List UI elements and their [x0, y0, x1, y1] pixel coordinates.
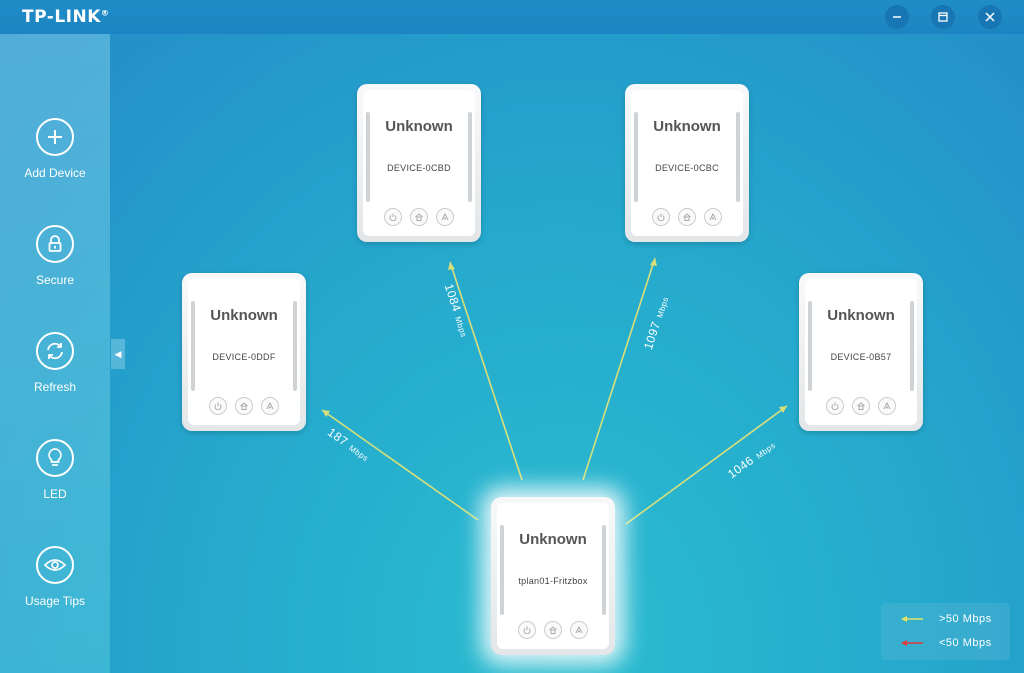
link-arrowhead: [779, 406, 787, 413]
sidebar: Add Device Secure Refresh LED Usage Tips: [0, 34, 110, 673]
device-label: DEVICE-0CBC: [655, 163, 719, 173]
wifi-icon: [704, 208, 722, 226]
eye-icon: [36, 546, 74, 584]
sidebar-item-usage-tips[interactable]: Usage Tips: [0, 538, 110, 628]
wifi-icon: [878, 397, 896, 415]
legend-row-slow: <50 Mbps: [901, 637, 992, 649]
maximize-icon: [938, 12, 948, 22]
chevron-left-icon: ◀: [114, 348, 122, 359]
sidebar-label: Add Device: [24, 166, 86, 180]
wifi-icon: [436, 208, 454, 226]
refresh-icon: [36, 332, 74, 370]
lock-icon: [36, 225, 74, 263]
legend-row-fast: >50 Mbps: [901, 613, 992, 625]
home-icon: [544, 621, 562, 639]
sidebar-label: Secure: [35, 273, 75, 287]
maximize-button[interactable]: [931, 5, 955, 29]
link-line: [449, 261, 523, 481]
arrow-left-icon: [901, 616, 923, 622]
speed-legend: >50 Mbps <50 Mbps: [881, 603, 1010, 660]
link-arrowhead: [448, 262, 455, 270]
close-icon: [985, 12, 995, 22]
device-label: DEVICE-0CBD: [387, 163, 451, 173]
wifi-icon: [570, 621, 588, 639]
home-icon: [235, 397, 253, 415]
device-name: Unknown: [385, 118, 453, 135]
bulb-icon: [36, 439, 74, 477]
link-line: [321, 409, 479, 521]
sidebar-item-refresh[interactable]: Refresh: [0, 324, 110, 414]
device-label: DEVICE-0B57: [830, 352, 892, 362]
home-icon: [678, 208, 696, 226]
power-icon: [384, 208, 402, 226]
link-arrowhead: [650, 258, 657, 266]
sidebar-item-led[interactable]: LED: [0, 431, 110, 521]
sidebar-item-secure[interactable]: Secure: [0, 217, 110, 307]
device-label: tplan01-Fritzbox: [518, 576, 588, 586]
add-icon: [36, 118, 74, 156]
power-icon: [826, 397, 844, 415]
device-card-0b57[interactable]: Unknown DEVICE-0B57: [799, 273, 923, 431]
device-card-0cbc[interactable]: Unknown DEVICE-0CBC: [625, 84, 749, 242]
device-label: DEVICE-0DDF: [212, 352, 276, 362]
power-icon: [518, 621, 536, 639]
home-icon: [852, 397, 870, 415]
device-card-0cbd[interactable]: Unknown DEVICE-0CBD: [357, 84, 481, 242]
arrow-left-icon: [901, 640, 923, 646]
device-name: Unknown: [519, 531, 587, 548]
sidebar-label: Usage Tips: [24, 594, 86, 608]
link-line: [625, 405, 788, 525]
sidebar-item-add-device[interactable]: Add Device: [0, 110, 110, 200]
wifi-icon: [261, 397, 279, 415]
collapse-sidebar-button[interactable]: ◀: [111, 339, 125, 369]
minimize-icon: [893, 16, 901, 18]
device-card-0ddf[interactable]: Unknown DEVICE-0DDF: [182, 273, 306, 431]
home-icon: [410, 208, 428, 226]
device-name: Unknown: [827, 307, 895, 324]
sidebar-label: LED: [43, 487, 67, 501]
link-line: [582, 257, 656, 481]
device-name: Unknown: [210, 307, 278, 324]
device-card-local[interactable]: Unknown tplan01-Fritzbox: [491, 497, 615, 655]
link-arrowhead: [322, 410, 330, 417]
sidebar-label: Refresh: [33, 380, 77, 394]
close-button[interactable]: [978, 5, 1002, 29]
device-name: Unknown: [653, 118, 721, 135]
title-bar: TP-LINK®: [0, 0, 1024, 34]
tp-link-logo: TP-LINK®: [22, 7, 110, 27]
minimize-button[interactable]: [885, 5, 909, 29]
power-icon: [209, 397, 227, 415]
power-icon: [652, 208, 670, 226]
